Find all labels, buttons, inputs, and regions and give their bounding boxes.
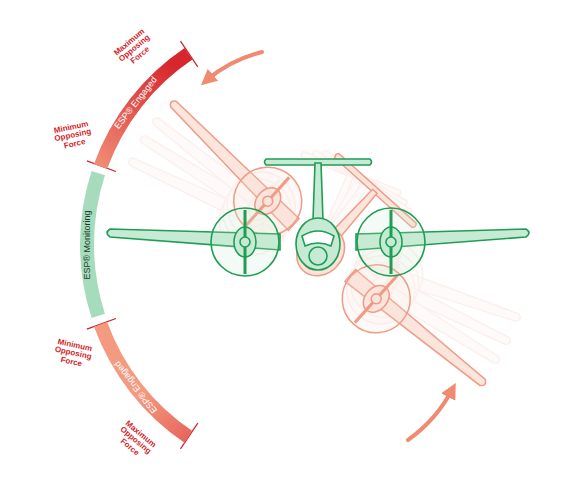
scale-band: ESP® Monitoring: [78, 169, 107, 320]
scale-band: ESP® Engaged: [92, 46, 194, 171]
band-arc: [80, 171, 105, 318]
force-label: Maximum Opposing Force: [108, 415, 162, 466]
band-shape: [92, 320, 194, 445]
force-label: Minimum Opposing Force: [46, 336, 100, 371]
band-label: ESP® Engaged: [113, 75, 159, 130]
force-label: Maximum Opposing Force: [108, 23, 162, 74]
band-label: ESP® Engaged: [113, 360, 159, 415]
band-arc: [94, 322, 192, 443]
band-shape: [92, 46, 194, 171]
scale-band: ESP® Engaged: [92, 320, 194, 445]
force-label: Minimum Opposing Force: [46, 118, 100, 153]
band-arc: [94, 48, 192, 169]
band-label: ESP® Monitoring: [83, 210, 92, 279]
